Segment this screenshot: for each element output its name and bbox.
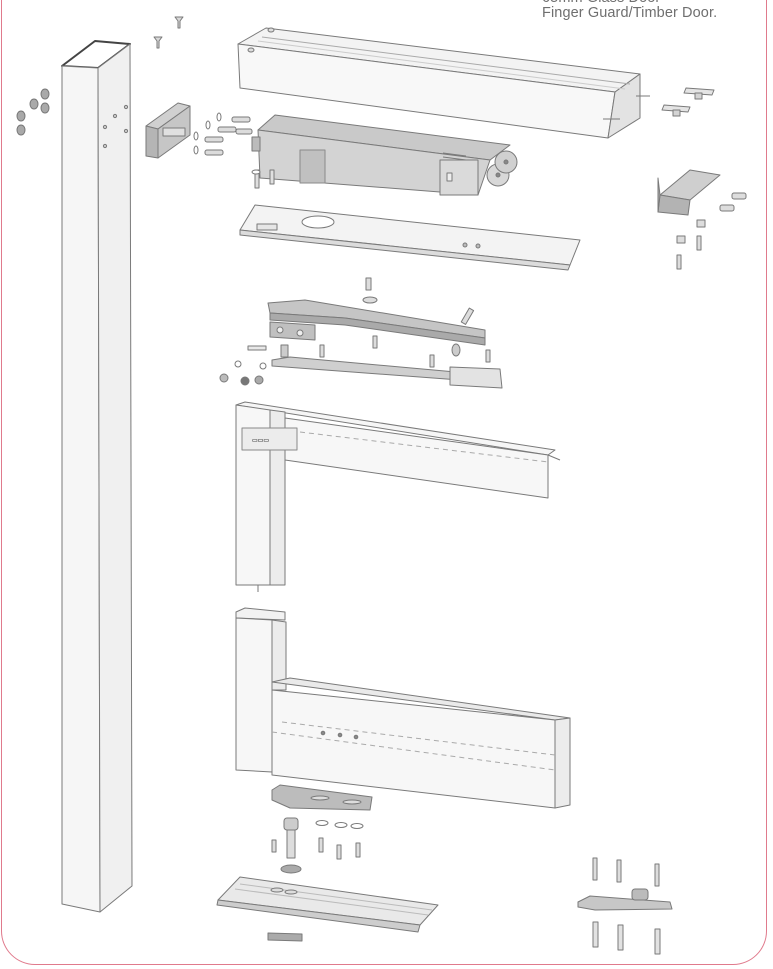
closer-body xyxy=(251,114,518,196)
pivot-bolt xyxy=(271,817,364,874)
top-rail xyxy=(237,27,650,139)
closer-screws xyxy=(251,169,275,189)
rail-clips xyxy=(661,87,715,117)
post-caps xyxy=(16,88,50,136)
threshold-plate xyxy=(216,876,439,933)
bracket-screws xyxy=(193,112,253,156)
top-screws xyxy=(153,16,184,49)
top-right-bracket xyxy=(657,169,747,270)
closer-cover-plate xyxy=(239,204,581,271)
bottom-pivot-block xyxy=(271,784,373,811)
caption-line-2: Finger Guard/Timber Door. xyxy=(542,5,718,21)
floor-pivot xyxy=(577,857,673,955)
top-door-frame: ▭▭▭ xyxy=(235,401,561,592)
badge-logo: ▭▭▭ xyxy=(252,438,269,444)
caption-line-1: 65mm Glass Door xyxy=(542,0,717,6)
arm-assembly xyxy=(219,277,503,389)
square-post xyxy=(61,40,133,913)
frame-badge xyxy=(241,427,298,451)
bottom-door-frame xyxy=(235,607,571,809)
threshold-nut xyxy=(267,932,303,942)
top-left-bracket xyxy=(145,102,191,159)
caption: 65mm Glass Door Finger Guard/Timber Door… xyxy=(542,0,717,21)
